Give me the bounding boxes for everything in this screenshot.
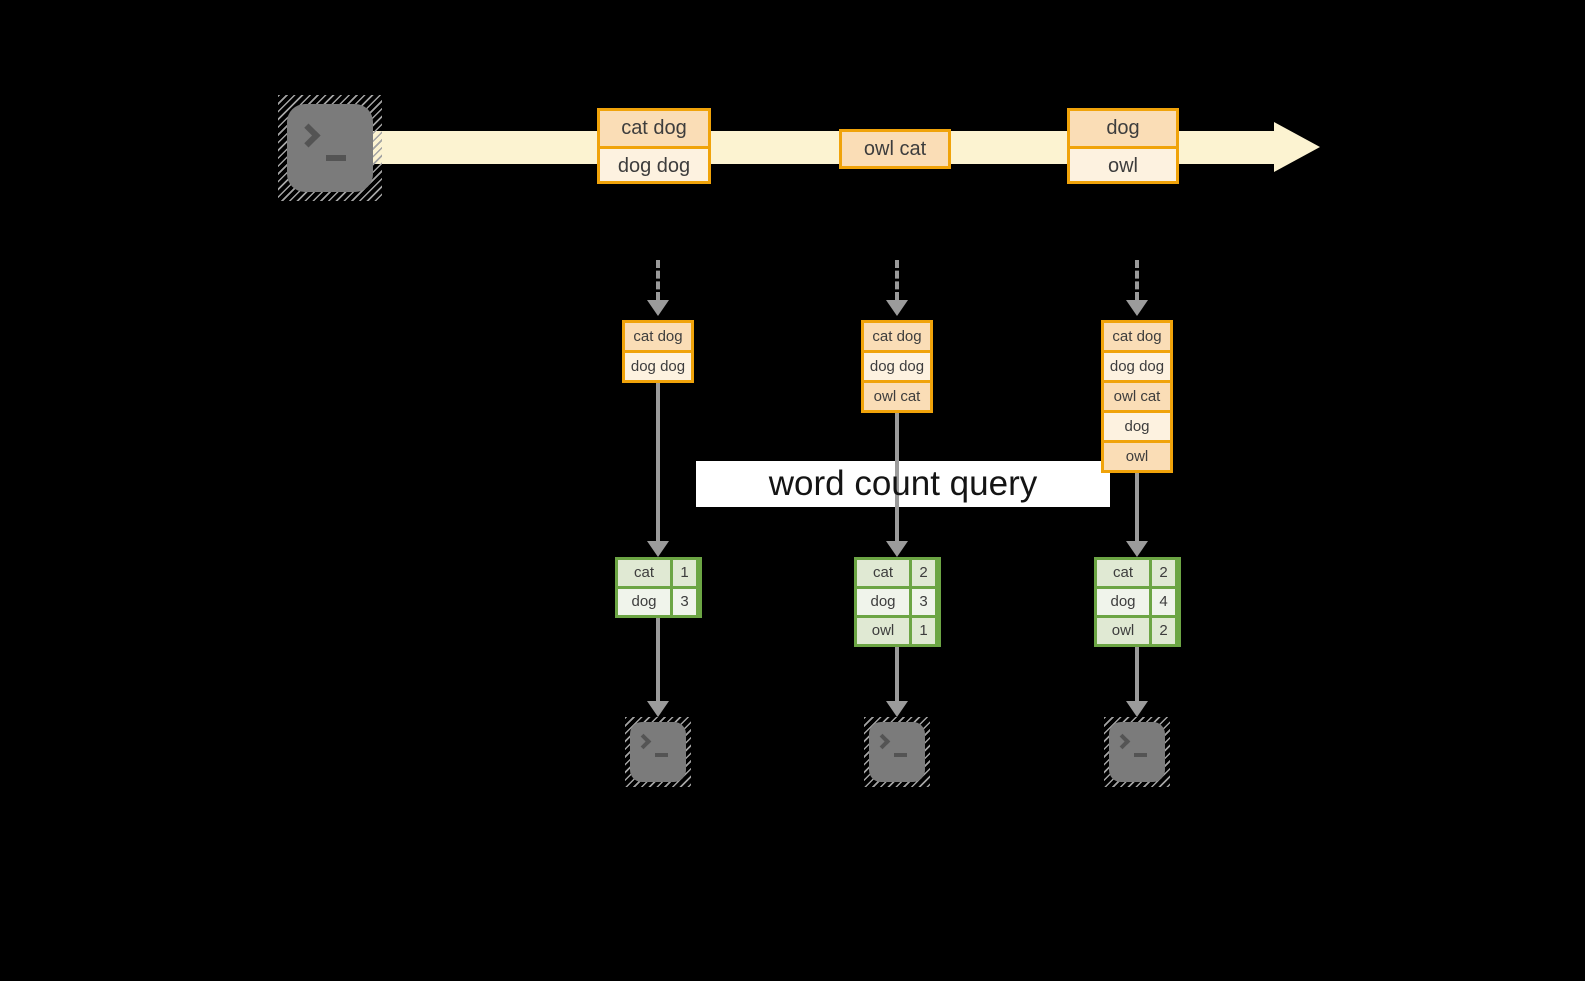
terminal-body: [869, 722, 925, 782]
stream-event-box-1: cat dog dog dog: [597, 108, 711, 184]
prompt-underscore-icon: [1134, 753, 1147, 757]
count-word-cell: owl: [857, 618, 909, 644]
batch-row: dog dog: [625, 350, 691, 380]
batch-table-1: cat dog dog dog: [622, 320, 694, 383]
count-word-cell: cat: [618, 560, 670, 586]
down-arrow-icon: [895, 260, 899, 300]
arrowhead-icon: [886, 541, 908, 557]
terminal-sink-icon: [1104, 717, 1170, 787]
batch-row: cat dog: [1104, 323, 1170, 350]
down-arrow-icon: [1135, 473, 1139, 541]
count-word-cell: dog: [1097, 589, 1149, 615]
stream-event: owl cat: [842, 132, 948, 166]
terminal-sink-icon: [625, 717, 691, 787]
count-value-cell: 1: [909, 618, 935, 644]
count-row: dog 3: [618, 586, 699, 615]
batch-row: owl: [1104, 440, 1170, 470]
batch-table-2: cat dog dog dog owl cat: [861, 320, 933, 413]
batch-row: dog: [1104, 410, 1170, 440]
stream-event-box-3: dog owl: [1067, 108, 1179, 184]
count-row: cat 2: [857, 560, 938, 586]
batch-row: dog dog: [864, 350, 930, 380]
down-arrow-icon: [895, 413, 899, 541]
stream-event: cat dog: [600, 111, 708, 146]
stream-event: owl: [1070, 146, 1176, 181]
prompt-underscore-icon: [655, 753, 668, 757]
count-row: owl 2: [1097, 615, 1178, 644]
arrowhead-icon: [1126, 701, 1148, 717]
count-value-cell: 2: [909, 560, 935, 586]
batch-row: cat dog: [864, 323, 930, 350]
count-value-cell: 2: [1149, 560, 1175, 586]
batch-row: dog dog: [1104, 350, 1170, 380]
count-row: dog 3: [857, 586, 938, 615]
count-word-cell: cat: [1097, 560, 1149, 586]
count-word-cell: dog: [857, 589, 909, 615]
terminal-source-icon: [278, 95, 382, 201]
count-value-cell: 4: [1149, 589, 1175, 615]
terminal-body: [287, 104, 373, 192]
batch-table-3: cat dog dog dog owl cat dog owl: [1101, 320, 1173, 473]
stream-event-box-2: owl cat: [839, 129, 951, 169]
down-arrow-icon: [1135, 647, 1139, 701]
stream-event: dog: [1070, 111, 1176, 146]
down-arrow-icon: [1135, 260, 1139, 300]
count-value-cell: 2: [1149, 618, 1175, 644]
count-word-cell: dog: [618, 589, 670, 615]
arrowhead-icon: [647, 300, 669, 316]
arrowhead-icon: [1126, 300, 1148, 316]
count-word-cell: owl: [1097, 618, 1149, 644]
count-row: owl 1: [857, 615, 938, 644]
terminal-body: [630, 722, 686, 782]
down-arrow-icon: [656, 618, 660, 701]
down-arrow-icon: [656, 260, 660, 300]
arrowhead-icon: [1126, 541, 1148, 557]
prompt-underscore-icon: [326, 155, 346, 161]
stream-event: dog dog: [600, 146, 708, 181]
count-table-2: cat 2 dog 3 owl 1: [854, 557, 941, 647]
batch-row: owl cat: [1104, 380, 1170, 410]
right-arrow-icon: [1274, 122, 1320, 172]
terminal-sink-icon: [864, 717, 930, 787]
count-row: cat 2: [1097, 560, 1178, 586]
down-arrow-icon: [895, 647, 899, 701]
query-label-background: [696, 461, 1110, 507]
count-word-cell: cat: [857, 560, 909, 586]
down-arrow-icon: [656, 383, 660, 541]
count-table-1: cat 1 dog 3: [615, 557, 702, 618]
batch-row: cat dog: [625, 323, 691, 350]
batch-row: owl cat: [864, 380, 930, 410]
arrowhead-icon: [647, 541, 669, 557]
count-value-cell: 1: [670, 560, 696, 586]
count-value-cell: 3: [670, 589, 696, 615]
terminal-body: [1109, 722, 1165, 782]
arrowhead-icon: [886, 300, 908, 316]
prompt-underscore-icon: [894, 753, 907, 757]
arrowhead-icon: [647, 701, 669, 717]
count-row: cat 1: [618, 560, 699, 586]
count-table-3: cat 2 dog 4 owl 2: [1094, 557, 1181, 647]
arrowhead-icon: [886, 701, 908, 717]
count-value-cell: 3: [909, 589, 935, 615]
count-row: dog 4: [1097, 586, 1178, 615]
